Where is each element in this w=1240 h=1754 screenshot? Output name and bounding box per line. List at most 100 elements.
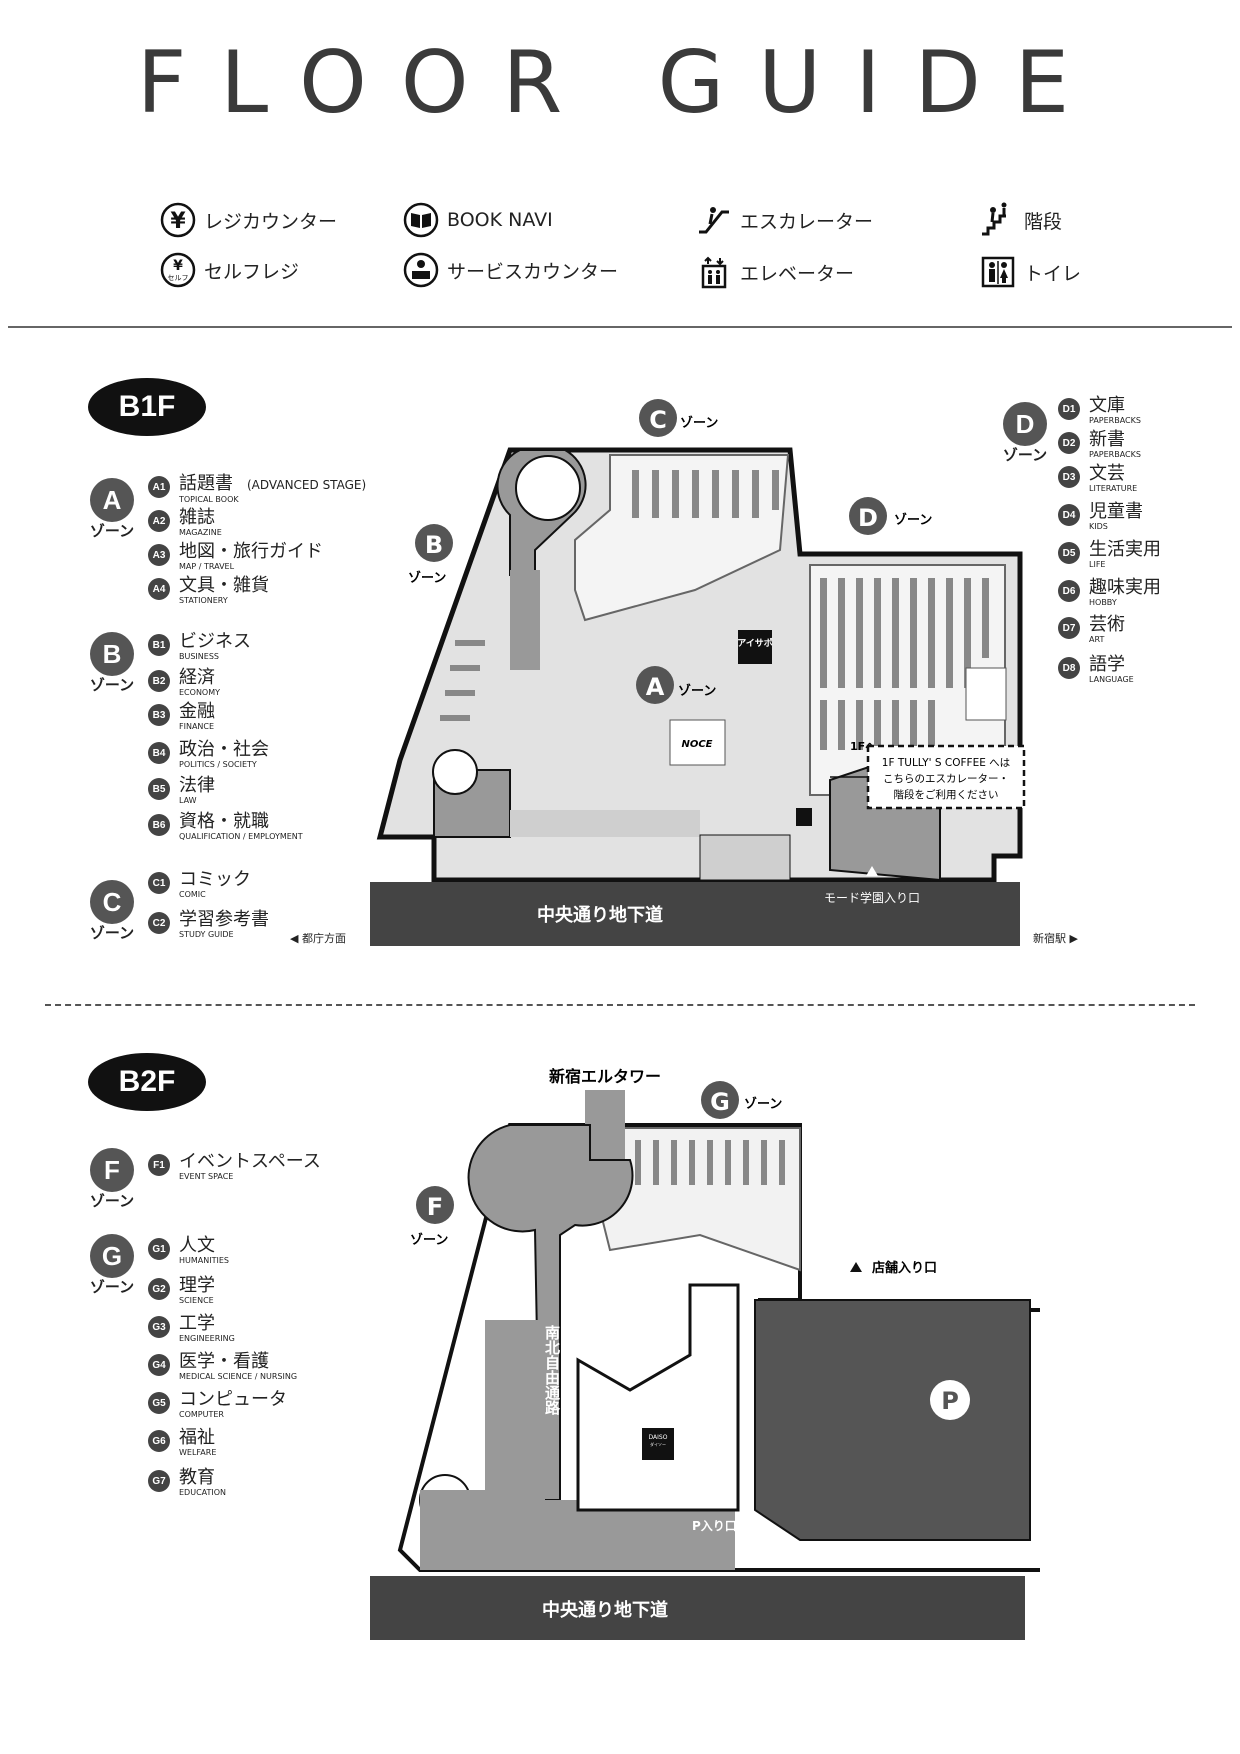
store-entrance-label: 店舗入り口	[872, 1260, 937, 1276]
zone-entry-en: QUALIFICATION / EMPLOYMENT	[179, 832, 303, 841]
zone-entry-en: COMPUTER	[179, 1410, 224, 1419]
zone-code-badge: B5	[148, 778, 170, 800]
svg-text:ゾーン: ゾーン	[410, 1232, 448, 1248]
note-line3: 階段をご利用ください	[894, 788, 999, 801]
zone-entry-jp: 人文	[179, 1235, 215, 1256]
zone-entry-jp: 金融	[179, 701, 215, 722]
zone-code-badge: C1	[148, 872, 170, 894]
legend-self-register-label: セルフレジ	[204, 260, 300, 283]
zone-entry-en: WELFARE	[179, 1448, 217, 1457]
zone-code-badge: G6	[148, 1430, 170, 1452]
zone-entry-en: HUMANITIES	[179, 1256, 229, 1265]
b2f-lower-corridor	[485, 1500, 735, 1570]
zone-code-badge: B4	[148, 742, 170, 764]
tower-label: 新宿エルタワー	[549, 1067, 661, 1086]
zone-entry-en: PAPERBACKS	[1089, 416, 1141, 425]
b1f-passage	[370, 882, 1020, 946]
zone-entry-en: BUSINESS	[179, 652, 219, 661]
map-zone-a-marker	[636, 666, 674, 704]
legend-escalator: エスカレーター	[696, 202, 873, 238]
svg-text:ゾーン: ゾーン	[678, 683, 716, 699]
b2f-map: DAISO ダイソー P P入り口 南北自由通路 新宿エルタワー 店舗入り口 G…	[370, 1067, 1040, 1640]
b1f-shelves-c	[632, 470, 779, 518]
zone-code-badge: D7	[1058, 617, 1080, 639]
zone-entry-jp: 学習参考書	[179, 909, 269, 930]
zone-code-badge: G1	[148, 1238, 170, 1260]
map-zone-d-marker	[849, 497, 887, 535]
zone-entry-jp: 文庫	[1089, 395, 1125, 416]
zone-entry-jp: 趣味実用	[1089, 577, 1161, 598]
b1f-passage-label: 中央通り地下道	[537, 904, 663, 926]
floor-badge-b1f: B1F	[88, 378, 206, 436]
daiso-label: DAISO	[649, 1434, 668, 1441]
zone-entry-en: LITERATURE	[1089, 484, 1138, 493]
zone-entry-en: ECONOMY	[179, 688, 221, 697]
self-register-icon-text: セルフ	[168, 274, 189, 282]
b1f-map: NOCE アイサポ A ゾーン B ゾーン C ゾーン D ゾーン 1Fへ 1F…	[370, 399, 1026, 946]
b1f-shelves-d	[820, 578, 989, 750]
zone-entry-jp: 新書	[1089, 429, 1125, 450]
zone-entry-en: MAGAZINE	[179, 528, 222, 537]
zone-entry-en: TOPICAL BOOK	[179, 495, 239, 504]
noce-area	[669, 719, 726, 766]
zone-entry-jp: 理学	[179, 1275, 215, 1296]
divider-dashed	[45, 1004, 1195, 1006]
zone-entry-en: LANGUAGE	[1089, 675, 1134, 684]
zone-code-badge: D8	[1058, 657, 1080, 679]
zone-code-badge: G7	[148, 1470, 170, 1492]
b2f-passage-label: 中央通り地下道	[542, 1599, 668, 1621]
note-line2: こちらのエスカレーター・	[883, 773, 1009, 785]
svg-text:D: D	[858, 504, 878, 532]
zone-code-badge: A1	[148, 476, 170, 498]
map-zone-b-marker	[415, 524, 453, 562]
toilet-icon	[981, 256, 1015, 288]
isapo-box	[738, 630, 772, 664]
free-passage-label: 南北自由通路	[543, 1324, 561, 1415]
map-zone-c-marker	[639, 399, 677, 437]
zone-entry-en: EDUCATION	[179, 1488, 227, 1497]
zone-entry-en: STUDY GUIDE	[179, 930, 234, 939]
zone-entry-en: COMIC	[179, 890, 206, 899]
zone-code-badge: C2	[148, 912, 170, 934]
zone-entry-jp: 医学・看護	[179, 1351, 269, 1372]
zone-code-badge: F1	[148, 1154, 170, 1176]
zone-entry-jp: 文具・雑貨	[179, 575, 269, 596]
svg-text:C: C	[649, 406, 667, 434]
page-title: FLOOR GUIDE	[136, 33, 1104, 133]
zone-entry-jp: 法律	[179, 775, 215, 796]
register-icon: ¥	[160, 202, 196, 238]
zone-entry-jp: 地図・旅行ガイド	[179, 541, 323, 562]
noce-label: NOCE	[681, 739, 712, 750]
elevator-icon	[701, 256, 727, 289]
zone-entry-jp: 経済	[179, 667, 215, 688]
legend-self-register: ¥セルフ セルフレジ	[160, 252, 299, 288]
svg-text:G: G	[710, 1088, 730, 1116]
map-zone-f-marker	[416, 1186, 454, 1224]
zone-entry-jp: 文芸	[1089, 463, 1125, 484]
zone-entry-en: LAW	[179, 796, 197, 805]
b1f-corridor	[510, 570, 540, 670]
zone-entry-jp: 工学	[179, 1313, 215, 1334]
zone-entry-en: ART	[1089, 635, 1105, 644]
zone-code-badge: B3	[148, 704, 170, 726]
zone-code-badge: G3	[148, 1316, 170, 1338]
legend-book-navi: BOOK NAVI	[403, 202, 553, 238]
legend-service-counter: サービスカウンター	[403, 252, 618, 288]
